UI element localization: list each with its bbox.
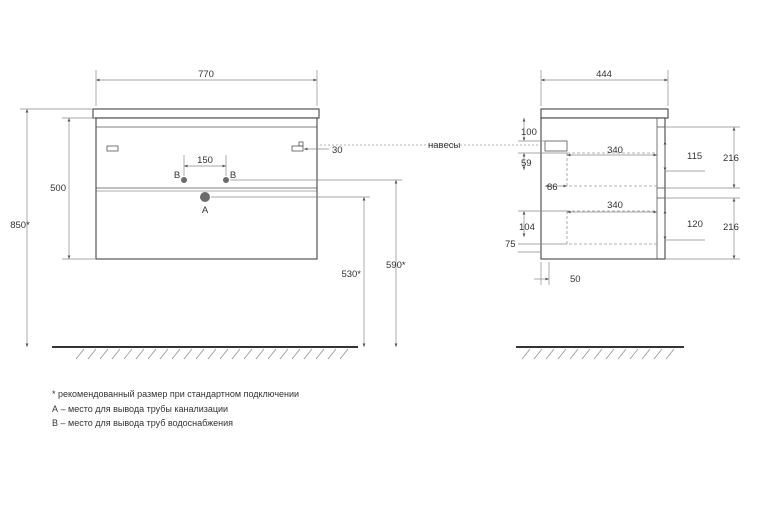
ground-hatch-line	[617, 348, 627, 360]
ground-hatch-line	[219, 348, 229, 360]
ground-hatch-line	[255, 348, 265, 360]
label-340-upper: 340	[607, 145, 623, 156]
label-100: 100	[521, 127, 537, 138]
ground-hatch-line	[267, 348, 277, 360]
label-height-500: 500	[50, 183, 66, 194]
ground-hatch-line	[243, 348, 253, 360]
front-view	[92, 108, 320, 260]
ground-left	[52, 346, 358, 360]
ground-hatch-line	[111, 348, 121, 360]
ground-hatch-line	[581, 348, 591, 360]
label-50: 50	[570, 274, 581, 285]
label-width-770: 770	[198, 69, 214, 80]
label-height-590: 590*	[386, 260, 406, 271]
pipe-b-right	[223, 177, 229, 183]
note-recommended-size: * рекомендованный размер при стандартном…	[52, 389, 300, 399]
pipe-a	[200, 192, 210, 202]
ground-hatch-line	[135, 348, 145, 360]
label-216-lower: 216	[723, 222, 739, 233]
label-hinges: навесы	[428, 140, 461, 151]
pipe-b-left	[181, 177, 187, 183]
ground-hatch-line	[315, 348, 325, 360]
label-86: 86	[547, 182, 558, 193]
ground-hatch-line	[641, 348, 651, 360]
ground-right	[516, 346, 684, 360]
ground-hatch-line	[303, 348, 313, 360]
ground-hatch-line	[521, 348, 531, 360]
front-hinge-left	[106, 145, 119, 152]
side-countertop	[540, 108, 669, 119]
side-view	[540, 108, 669, 260]
label-pipe-a: A	[202, 205, 209, 216]
ground-hatch-line	[605, 348, 615, 360]
label-pipe-b-left: B	[174, 170, 180, 181]
ground-hatch-line	[207, 348, 217, 360]
label-depth-444: 444	[596, 69, 612, 80]
label-59: 59	[521, 158, 532, 169]
ground-hatch-line	[557, 348, 567, 360]
label-pipe-b-right: B	[230, 170, 236, 181]
ground-hatch-line	[653, 348, 663, 360]
ground-hatch-line	[533, 348, 543, 360]
front-dimensions	[20, 70, 402, 347]
front-hinge-right-detail	[298, 141, 304, 147]
label-340-lower: 340	[607, 200, 623, 211]
pipe-markers	[181, 177, 229, 202]
dimension-labels: 770 150 500 850* 30 B B A 530* 590* наве…	[10, 69, 739, 285]
front-countertop	[92, 108, 320, 119]
ground-hatch-line	[123, 348, 133, 360]
side-dimensions	[518, 70, 740, 285]
ground-hatch-line	[629, 348, 639, 360]
label-height-530: 530*	[341, 269, 361, 280]
label-hinge-30: 30	[332, 145, 343, 156]
label-pipe-spacing: 150	[197, 155, 213, 166]
label-total-850: 850*	[10, 220, 30, 231]
ground-hatch-line	[159, 348, 169, 360]
ground-hatch-line	[569, 348, 579, 360]
ground-hatch-line	[327, 348, 337, 360]
side-hinge-block	[544, 140, 568, 152]
ground-hatch-line	[593, 348, 603, 360]
label-120: 120	[687, 219, 703, 230]
ground-hatch-line	[665, 348, 675, 360]
label-216-upper: 216	[723, 153, 739, 164]
front-cabinet-body	[95, 117, 318, 260]
front-hinge-right	[291, 145, 304, 152]
note-pipe-b: В – место для вывода труб водоснабжения	[52, 418, 234, 428]
ground-hatch-line	[291, 348, 301, 360]
ground-hatch-line	[87, 348, 97, 360]
ground-hatch-line	[545, 348, 555, 360]
ground-hatch-line	[279, 348, 289, 360]
ground-hatch-line	[99, 348, 109, 360]
label-75: 75	[505, 239, 516, 250]
ground-hatch-line	[183, 348, 193, 360]
ground-hatch-line	[147, 348, 157, 360]
ground-hatch-line	[195, 348, 205, 360]
ground-hatch-line	[75, 348, 85, 360]
ground-hatch-line	[339, 348, 349, 360]
label-104: 104	[519, 222, 535, 233]
side-cabinet-body	[540, 117, 666, 260]
ground-hatch-line	[171, 348, 181, 360]
ground-hatch-line	[231, 348, 241, 360]
label-115: 115	[687, 151, 702, 162]
note-pipe-a: А – место для вывода трубы канализации	[52, 404, 229, 414]
